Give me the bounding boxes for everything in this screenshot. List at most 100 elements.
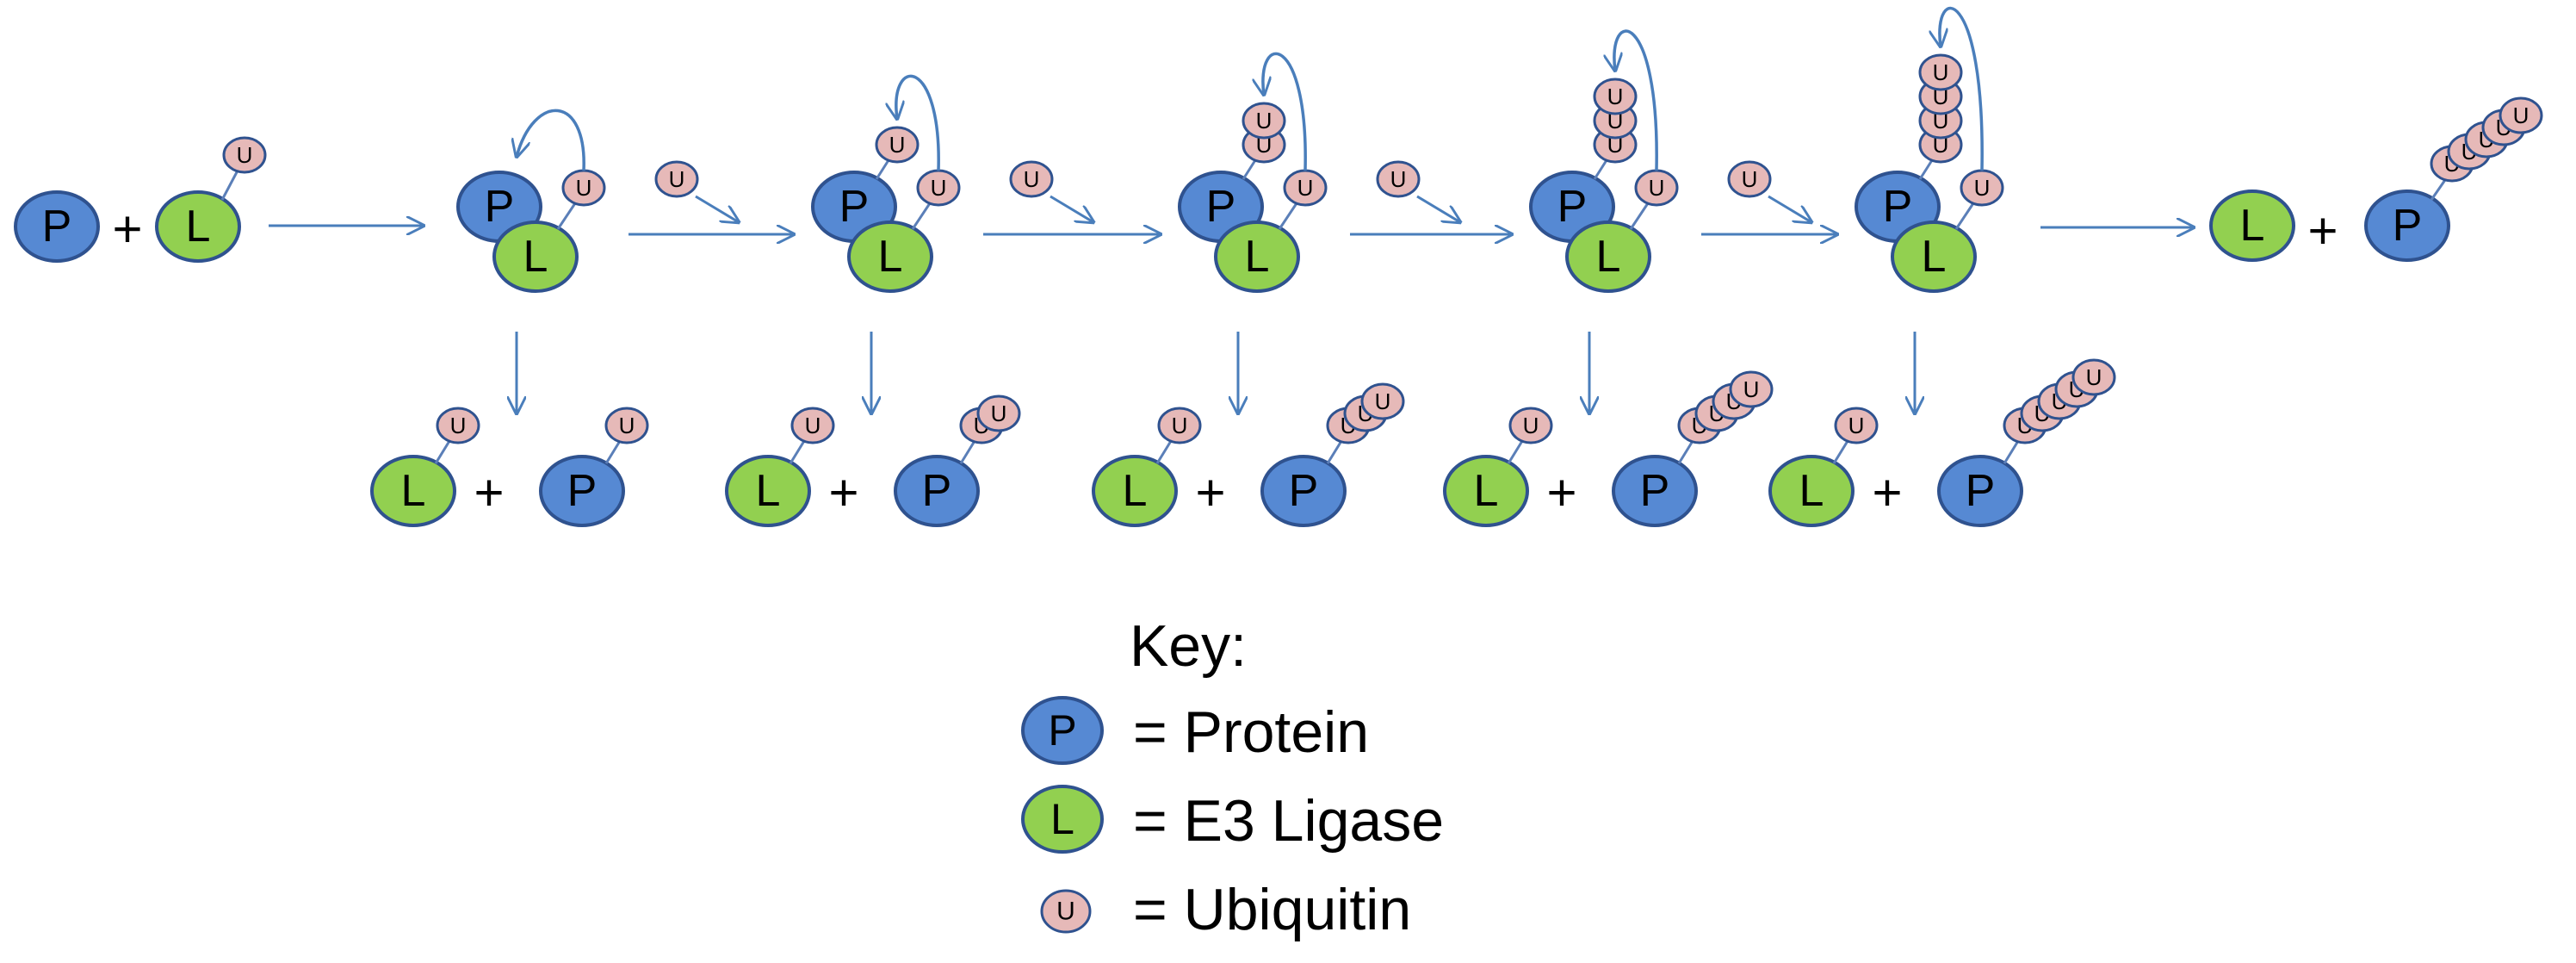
ubiquitin-node: U — [1918, 53, 1963, 91]
ligase-icon — [492, 221, 579, 293]
ubiquitin-symbol: U — [1607, 84, 1624, 109]
ubiquitin-symbol: U — [1297, 175, 1314, 201]
protein-symbol: P — [1557, 182, 1588, 232]
ubiquitin-symbol: U — [669, 166, 685, 192]
ligase-icon — [2209, 189, 2295, 262]
ubiquitin-icon — [1834, 407, 1879, 444]
bond-line — [1629, 202, 1650, 230]
bond-line — [1832, 440, 1849, 464]
ubiquitin-symbol: U — [450, 413, 467, 438]
ligase-icon — [1443, 455, 1529, 527]
bond-line — [1278, 202, 1298, 230]
plus-sign: + — [474, 464, 504, 522]
ubiquitin-icon — [1508, 407, 1553, 444]
ubiquitin-symbol: U — [1523, 413, 1539, 438]
ligase-icon — [847, 221, 933, 293]
ligase-node: L — [1565, 221, 1651, 293]
protein-node: P — [539, 455, 625, 527]
ligase-symbol: L — [1799, 466, 1824, 516]
ubiquitin-node: U — [1376, 160, 1421, 198]
ubiquitin-symbol: U — [1974, 175, 1991, 201]
legend-item-ubiquitin: U = Ubiquitin — [1040, 877, 1411, 942]
ubiquitin-symbol: U — [576, 175, 592, 201]
ubiquitin-symbol: U — [1256, 108, 1273, 134]
protein-node: P — [2364, 189, 2450, 262]
ubiquitin-node: U — [976, 395, 1021, 432]
ubiquitin-symbol: U — [1649, 175, 1665, 201]
legend: Key: P = Protein L = E3 Ligase U = Ubiqu… — [1021, 613, 1444, 942]
ubiquitin-icon — [1009, 160, 1054, 198]
ubiquitin-icon — [1729, 370, 1774, 408]
ubiquitin-icon — [976, 395, 1021, 432]
ligase-node: L — [1214, 221, 1300, 293]
bond-line — [220, 170, 239, 201]
ubiquitin-symbol: U — [2513, 103, 2530, 128]
ubiquitin-transfer-arrow — [1614, 29, 1658, 171]
ubiquitin-transfer-arrow — [1940, 6, 1984, 171]
ubiquitin-symbol: U — [1024, 166, 1040, 192]
ligase-symbol: L — [756, 466, 781, 516]
protein-node: P — [1937, 455, 2023, 527]
ubiquitin-symbol: U — [2086, 364, 2102, 390]
ubiquitin-node: U — [1593, 78, 1638, 115]
ligase-icon — [1768, 455, 1855, 527]
ligase-icon — [1021, 785, 1104, 854]
ligase-symbol: L — [1596, 232, 1621, 282]
stage-0-reactants: P+LU — [14, 136, 267, 263]
protein-symbol: P — [1883, 182, 1913, 232]
protein-symbol: P — [42, 202, 72, 252]
bond-line — [911, 202, 932, 230]
protein-node: P — [1260, 455, 1347, 527]
ubiquitin-node: U — [1360, 382, 1405, 420]
protein-symbol: P — [839, 182, 870, 232]
ligase-node: L — [2209, 189, 2295, 262]
legend-item-ligase: L = E3 Ligase — [1021, 785, 1444, 854]
ubiquitin-icon — [1593, 78, 1638, 115]
ubiquitin-icon — [1157, 407, 1202, 444]
protein-node: P — [14, 190, 100, 263]
ligase-node: L — [1768, 455, 1855, 527]
ligase-icon — [1214, 221, 1300, 293]
ligase-icon — [1092, 455, 1178, 527]
protein-icon — [1021, 696, 1104, 765]
bond-line — [1326, 440, 1343, 464]
protein-icon — [1612, 455, 1698, 527]
ubiquitin-icon — [654, 160, 699, 198]
ligase-icon — [370, 455, 456, 527]
protein-symbol: P — [1640, 466, 1670, 516]
protein-symbol: P — [1048, 706, 1076, 755]
bond-line — [1593, 159, 1608, 180]
legend-label-protein: = Protein — [1133, 699, 1369, 765]
ubiquitin-icon — [1360, 382, 1405, 420]
ligase-node: L — [155, 190, 241, 263]
protein-icon — [2364, 189, 2450, 262]
ubiquitin-node: U — [1834, 407, 1879, 444]
ubiquitin-symbol: U — [1172, 413, 1188, 438]
ligase-symbol: L — [1922, 232, 1947, 282]
ligase-symbol: L — [1123, 466, 1148, 516]
plus-sign: + — [1872, 464, 1902, 522]
ligase-node: L — [1891, 221, 1977, 293]
ligase-symbol: L — [1050, 795, 1074, 843]
ubiquitin-entry-arrow — [1416, 195, 1460, 222]
ubiquitin-symbol: U — [991, 401, 1007, 426]
bond-line — [1507, 440, 1524, 464]
legend-title: Key: — [1130, 613, 1247, 679]
ubiquitin-node: U — [875, 126, 920, 164]
ubiquitin-icon — [1727, 160, 1772, 198]
bond-line — [556, 202, 577, 230]
ligase-icon — [725, 455, 811, 527]
ubiquitin-symbol: U — [931, 175, 947, 201]
ubiquitin-symbol: U — [1056, 898, 1075, 926]
bond-line — [434, 440, 451, 464]
ubiquitin-symbol: U — [1933, 59, 1949, 85]
plus-sign: + — [1546, 464, 1576, 522]
bond-line — [2003, 440, 2020, 464]
ligase-icon — [1565, 221, 1651, 293]
ubiquitin-icon — [2071, 358, 2116, 396]
ubiquitin-node: U — [654, 160, 699, 198]
